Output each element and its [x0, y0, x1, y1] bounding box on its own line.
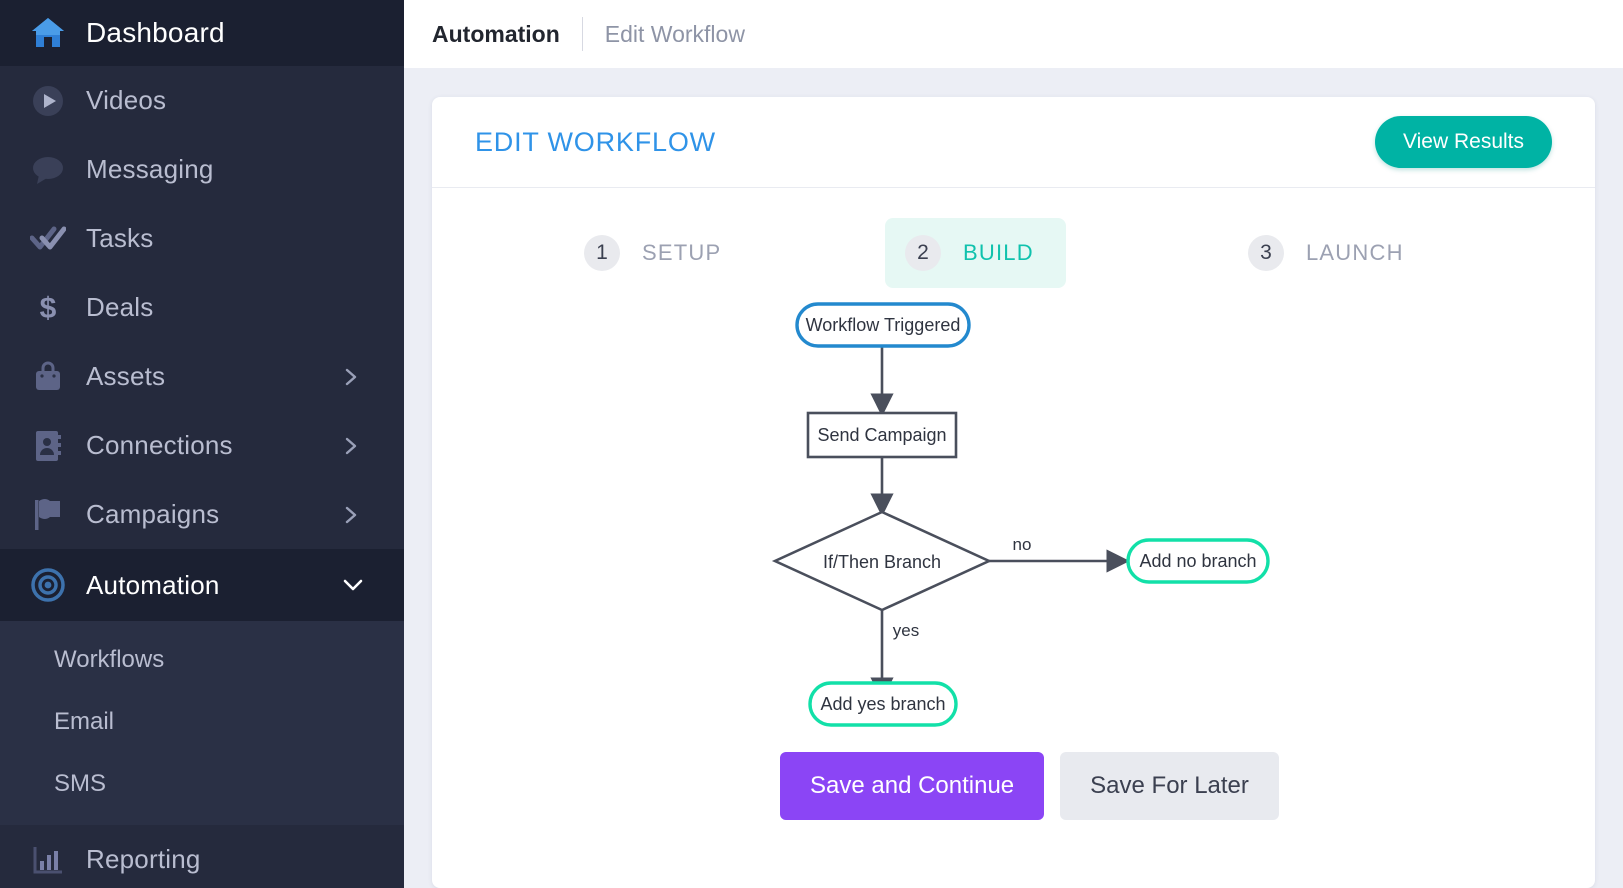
chevron-down-icon[interactable] [342, 576, 363, 594]
page-title: EDIT WORKFLOW [475, 126, 716, 157]
edge-label-no: no [1013, 535, 1032, 554]
sidebar-item-label: Automation [86, 569, 220, 600]
breadcrumb-divider [581, 17, 583, 51]
workflow-stepper: 1 SETUP 2 BUILD 3 LAUNCH [432, 188, 1595, 288]
chevron-right-icon[interactable] [342, 506, 360, 524]
node-if-then-branch-label: If/Then Branch [823, 552, 941, 572]
node-send-campaign-label: Send Campaign [817, 425, 946, 445]
node-add-yes-branch[interactable] [808, 681, 958, 727]
sidebar-subitem-label: SMS [54, 770, 107, 797]
sidebar-item-assets[interactable]: Assets [0, 342, 404, 411]
sidebar-item-reporting[interactable]: Reporting [0, 825, 404, 888]
home-icon [26, 16, 70, 50]
sidebar: Dashboard Videos Messaging [0, 0, 404, 888]
sidebar-subitem-label: Email [54, 708, 115, 735]
edge-label-yes: yes [893, 621, 919, 640]
briefcase-icon [26, 361, 70, 393]
sidebar-submenu-automation: Workflows Email SMS [0, 621, 404, 825]
chat-bubble-icon [26, 155, 70, 185]
save-for-later-button[interactable]: Save For Later [1060, 752, 1279, 820]
sidebar-item-deals[interactable]: $ Deals [0, 273, 404, 342]
node-add-no-branch[interactable] [1126, 538, 1270, 584]
sidebar-item-label: Campaigns [86, 499, 220, 529]
sidebar-item-label: Messaging [86, 154, 214, 184]
save-and-continue-button[interactable]: Save and Continue [780, 752, 1045, 820]
flag-icon [26, 498, 70, 532]
step-label: SETUP [642, 240, 722, 265]
play-circle-icon [26, 85, 70, 117]
edit-workflow-card: EDIT WORKFLOW View Results 1 SETUP 2 BUI… [432, 97, 1595, 888]
workflow-diagram: Workflow Triggered Send Campaign If/Then… [432, 288, 1595, 888]
sidebar-subitem-email[interactable]: Email [0, 691, 404, 753]
main-area: Automation Edit Workflow EDIT WORKFLOW V… [404, 0, 1623, 888]
sidebar-subitem-sms[interactable]: SMS [0, 753, 404, 815]
sidebar-item-campaigns[interactable]: Campaigns [0, 480, 404, 549]
breadcrumb-automation[interactable]: Automation [432, 20, 560, 47]
chevron-right-icon[interactable] [342, 368, 360, 386]
sidebar-item-dashboard[interactable]: Dashboard [0, 0, 404, 66]
contact-book-icon [26, 429, 70, 463]
step-launch[interactable]: 3 LAUNCH [1248, 235, 1404, 271]
sidebar-item-videos[interactable]: Videos [0, 66, 404, 135]
step-number: 3 [1248, 235, 1284, 271]
view-results-button[interactable]: View Results [1375, 116, 1552, 168]
sidebar-item-label: Tasks [86, 223, 154, 253]
breadcrumb-edit-workflow: Edit Workflow [604, 20, 745, 47]
breadcrumb: Automation Edit Workflow [404, 0, 1623, 68]
bar-chart-icon [26, 845, 70, 875]
card-header: EDIT WORKFLOW View Results [432, 97, 1595, 188]
content-region: EDIT WORKFLOW View Results 1 SETUP 2 BUI… [404, 68, 1623, 888]
double-check-icon [26, 225, 70, 253]
sidebar-item-label: Deals [86, 292, 154, 322]
sidebar-subitem-workflows[interactable]: Workflows [0, 629, 404, 691]
sidebar-item-messaging[interactable]: Messaging [0, 135, 404, 204]
step-number: 2 [905, 235, 941, 271]
target-icon [26, 567, 70, 603]
sidebar-item-label: Videos [86, 85, 167, 115]
node-add-yes-branch-label: Add yes branch [820, 694, 945, 714]
node-if-then-branch[interactable] [771, 510, 993, 612]
node-add-no-branch-label: Add no branch [1139, 551, 1256, 571]
step-label: BUILD [963, 240, 1034, 265]
sidebar-item-tasks[interactable]: Tasks [0, 204, 404, 273]
dollar-icon: $ [26, 291, 70, 325]
workflow-canvas: Workflow Triggered Send Campaign If/Then… [771, 302, 1270, 727]
sidebar-item-label: Assets [86, 361, 166, 391]
sidebar-item-connections[interactable]: Connections [0, 411, 404, 480]
node-send-campaign[interactable] [806, 411, 958, 459]
node-workflow-triggered[interactable] [795, 302, 971, 348]
chevron-right-icon[interactable] [342, 437, 360, 455]
svg-text:$: $ [40, 292, 57, 325]
sidebar-subitem-label: Workflows [54, 646, 165, 673]
sidebar-item-label: Dashboard [86, 17, 225, 48]
step-number: 1 [584, 235, 620, 271]
form-actions: Save and Continue Save For Later [780, 752, 1279, 820]
step-setup[interactable]: 1 SETUP [584, 235, 721, 271]
step-label: LAUNCH [1306, 240, 1404, 265]
step-build[interactable]: 2 BUILD [885, 218, 1066, 288]
node-workflow-triggered-label: Workflow Triggered [806, 315, 961, 335]
sidebar-item-automation[interactable]: Automation [0, 549, 404, 621]
sidebar-item-label: Connections [86, 430, 233, 460]
sidebar-item-label: Reporting [86, 844, 201, 874]
